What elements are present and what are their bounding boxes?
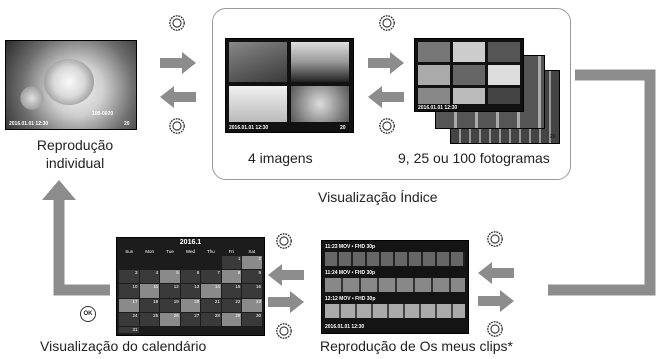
calendar-date-cell[interactable]: 19 <box>160 298 180 312</box>
calendar-view-label: Visualização do calendário <box>40 338 207 354</box>
arrow-right-icon <box>478 290 514 312</box>
calendar-date-cell[interactable]: 28 <box>201 312 221 326</box>
thumb-2 <box>291 42 349 82</box>
front-dial-icon <box>276 233 292 249</box>
calendar-date-cell[interactable]: 23 <box>242 298 262 312</box>
calendar-weekdays: Sun Mon Tue Wed Thu Fri Sat <box>125 249 256 254</box>
clips-timestamp: 2016.01.01 12:30 <box>325 324 365 330</box>
index-view-label: Visualização Índice <box>318 189 438 205</box>
calendar-date-cell[interactable]: 22 <box>221 298 242 312</box>
arrow-right-icon <box>368 52 404 74</box>
arrow-left-icon <box>160 86 196 108</box>
calendar-date-cell[interactable]: 3 <box>119 270 139 284</box>
single-playback-label: Reprodução individual <box>36 137 114 171</box>
calendar-date-cell[interactable]: 17 <box>119 298 139 312</box>
front-dial-icon <box>487 231 503 247</box>
calendar-date-cell[interactable]: 4 <box>139 270 160 284</box>
many-timestamp: 2016.01.01 12:30 <box>418 105 458 111</box>
thumb-3 <box>229 86 287 122</box>
calendar-date-cell[interactable]: 24 <box>119 312 139 326</box>
single-info: 100-0020 <box>92 111 114 117</box>
calendar-date-cell[interactable]: 1 <box>221 256 242 270</box>
calendar-date-cell[interactable]: 8 <box>221 270 242 284</box>
arrow-left-icon <box>368 86 404 108</box>
front-dial-icon <box>379 118 395 134</box>
calendar-date-cell[interactable]: 13 <box>180 284 201 298</box>
four-images-screen: 2016.01.01 12:30 20 <box>225 38 354 133</box>
my-clips-label: Reprodução de Os meus clips* <box>320 338 513 354</box>
single-playback-screen: 100-0020 2016.01.01 12:30 20 <box>5 40 137 130</box>
calendar-date-cell[interactable]: 25 <box>139 312 160 326</box>
calendar-date-cell[interactable]: 11 <box>139 284 160 298</box>
calendar-date-cell[interactable] <box>160 256 180 270</box>
front-dial-icon <box>379 15 395 31</box>
index-group-frame <box>212 8 571 180</box>
clip-row-1: 11:23 MOV • FHD 30p <box>325 244 376 250</box>
four-timestamp: 2016.01.01 12:30 <box>229 125 269 131</box>
clip-row-2: 11:24 MOV • FHD 30p <box>325 270 376 276</box>
calendar-date-cell[interactable]: 14 <box>201 284 221 298</box>
thumb-1 <box>229 42 287 82</box>
front-dial-icon <box>169 118 185 134</box>
calendar-date-cell[interactable]: 9 <box>242 270 262 284</box>
front-dial-icon <box>487 321 503 337</box>
calendar-date-cell[interactable]: 7 <box>201 270 221 284</box>
single-timestamp: 2016.01.01 12:30 <box>9 121 49 127</box>
calendar-date-cell[interactable]: 15 <box>221 284 242 298</box>
calendar-date-cell[interactable] <box>119 256 139 270</box>
thumb-4 <box>291 86 349 122</box>
flower-image <box>44 59 94 105</box>
arrow-left-icon <box>268 264 304 286</box>
calendar-date-cell[interactable]: 2 <box>242 256 262 270</box>
calendar-date-cell[interactable]: 27 <box>180 312 201 326</box>
calendar-year: 2016.1 <box>179 239 202 246</box>
nine-frames-screen: 2016.01.01 12:30 <box>414 38 524 112</box>
front-dial-icon <box>276 323 292 339</box>
calendar-date-cell[interactable]: 12 <box>160 284 180 298</box>
four-number: 20 <box>340 125 346 131</box>
calendar-date-cell[interactable]: 30 <box>242 312 262 326</box>
many-frames-label: 9, 25 ou 100 fotogramas <box>398 150 550 166</box>
calendar-date-cell[interactable]: 26 <box>160 312 180 326</box>
calendar-date-cell[interactable] <box>201 256 221 270</box>
my-clips-screen: 11:23 MOV • FHD 30p 11:24 MOV • FHD 30p … <box>321 240 469 334</box>
front-dial-icon <box>169 15 185 31</box>
calendar-date-cell[interactable]: 5 <box>160 270 180 284</box>
flow-arrowhead-up <box>42 180 76 200</box>
calendar-date-cell[interactable]: 16 <box>242 284 262 298</box>
calendar-date-cell[interactable]: 10 <box>119 284 139 298</box>
calendar-date-cell[interactable]: 31 <box>119 326 139 333</box>
flower-image-small <box>18 85 46 111</box>
four-images-label: 4 imagens <box>248 150 313 166</box>
arrow-left-icon <box>478 262 514 284</box>
flow-line-left <box>53 200 110 296</box>
calendar-date-cell[interactable] <box>180 256 201 270</box>
calendar-date-cell[interactable]: 21 <box>201 298 221 312</box>
ok-button-icon: OK <box>80 306 96 322</box>
single-number: 20 <box>124 121 130 127</box>
arrow-right-icon <box>268 291 304 313</box>
calendar-date-cell[interactable]: 20 <box>180 298 201 312</box>
many-number: 20 <box>550 134 556 140</box>
arrow-right-icon <box>160 52 196 74</box>
clip-row-3: 12:12 MOV • FHD 30p <box>325 296 376 302</box>
calendar-date-cell[interactable]: 18 <box>139 298 160 312</box>
calendar-date-cell[interactable] <box>139 256 160 270</box>
calendar-date-cell[interactable]: 29 <box>221 312 242 326</box>
flow-line-right <box>548 69 656 296</box>
calendar-date-cell[interactable]: 6 <box>180 270 201 284</box>
